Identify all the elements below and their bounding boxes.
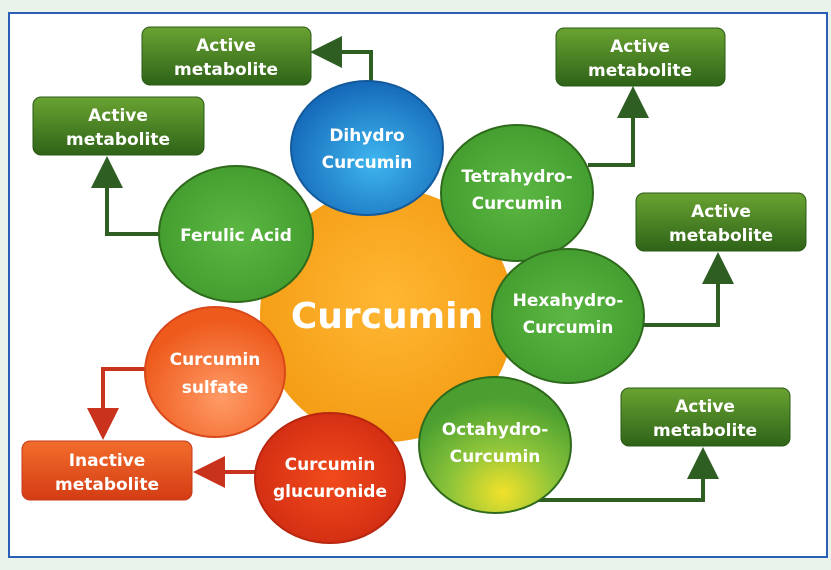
svg-text:Curcumin: Curcumin: [523, 318, 614, 338]
svg-text:metabolite: metabolite: [174, 60, 278, 80]
svg-text:Ferulic Acid: Ferulic Acid: [180, 226, 292, 246]
svg-text:Curcumin: Curcumin: [170, 350, 261, 370]
svg-text:metabolite: metabolite: [588, 61, 692, 81]
svg-text:Inactive: Inactive: [69, 451, 146, 471]
svg-text:Tetrahydro-: Tetrahydro-: [461, 167, 572, 187]
svg-text:Curcumin: Curcumin: [322, 153, 413, 173]
arrow-hexahydro: [640, 252, 734, 327]
svg-text:glucuronide: glucuronide: [273, 482, 387, 502]
active-box-top-right: Active metabolite: [555, 27, 726, 87]
arrow-octahydro: [525, 447, 719, 502]
active-box-bottom-right: Active metabolite: [620, 387, 791, 447]
active-box-left: Active metabolite: [32, 96, 205, 156]
svg-text:Dihydro: Dihydro: [329, 126, 404, 146]
svg-text:Active: Active: [675, 397, 735, 417]
svg-text:Active: Active: [691, 202, 751, 222]
svg-text:Curcumin: Curcumin: [285, 455, 376, 475]
node-octahydro-curcumin: Octahydro- Curcumin: [418, 376, 572, 514]
svg-text:sulfate: sulfate: [182, 378, 249, 398]
svg-text:metabolite: metabolite: [669, 226, 773, 246]
node-hexahydro-curcumin: Hexahydro- Curcumin: [491, 248, 645, 384]
arrow-dihydro: [310, 36, 373, 82]
svg-text:metabolite: metabolite: [66, 130, 170, 150]
svg-text:metabolite: metabolite: [653, 421, 757, 441]
svg-text:Curcumin: Curcumin: [450, 447, 541, 467]
node-dihydro-curcumin: Dihydro Curcumin: [290, 80, 444, 216]
arrow-ferulic: [91, 156, 160, 236]
svg-text:Active: Active: [88, 106, 148, 126]
svg-text:Curcumin: Curcumin: [472, 194, 563, 214]
arrow-tetrahydro: [588, 86, 649, 167]
active-box-right: Active metabolite: [635, 192, 807, 252]
arrow-sulfate: [87, 367, 148, 440]
svg-text:Octahydro-: Octahydro-: [442, 420, 549, 440]
svg-text:Active: Active: [610, 37, 670, 57]
svg-text:Hexahydro-: Hexahydro-: [513, 291, 624, 311]
node-curcumin-glucuronide: Curcumin glucuronide: [254, 412, 406, 544]
curcumin-center: Curcumin: [260, 188, 514, 442]
node-ferulic-acid: Ferulic Acid: [158, 165, 314, 303]
svg-text:metabolite: metabolite: [55, 475, 159, 495]
node-tetrahydro-curcumin: Tetrahydro- Curcumin: [440, 124, 594, 262]
node-curcumin-sulfate: Curcumin sulfate: [144, 306, 286, 438]
inactive-box: Inactive metabolite: [21, 440, 193, 501]
svg-text:Curcumin: Curcumin: [291, 296, 483, 337]
svg-text:Active: Active: [196, 36, 256, 56]
active-box-top: Active metabolite: [141, 26, 312, 86]
